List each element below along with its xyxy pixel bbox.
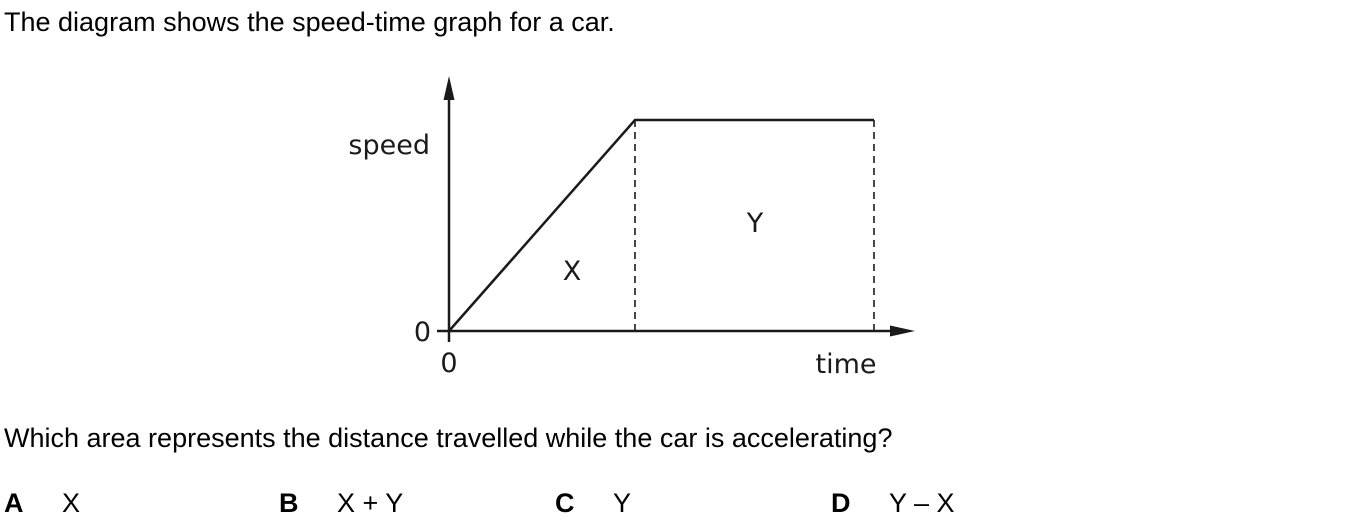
y-axis-label: speed [348, 130, 430, 161]
option-letter: B [279, 488, 299, 518]
option-text: X + Y [337, 488, 404, 518]
option-d[interactable]: D Y – X [831, 487, 955, 519]
option-text: Y [613, 488, 632, 518]
x-axis-label: time [815, 349, 876, 380]
question-prompt: Which area represents the distance trave… [4, 423, 893, 453]
option-b[interactable]: B X + Y [279, 487, 403, 519]
y-axis-arrowhead [443, 76, 455, 100]
region-y-label: Y [746, 208, 764, 239]
x-axis-arrowhead [890, 325, 915, 337]
origin-x-label: 0 [440, 348, 457, 379]
option-a[interactable]: A X [4, 487, 80, 519]
speed-line [448, 118, 874, 332]
option-text: Y – X [889, 488, 955, 518]
option-c[interactable]: C Y [555, 487, 631, 519]
question-intro: The diagram shows the speed-time graph f… [4, 7, 615, 37]
origin-y-label: 0 [414, 317, 431, 348]
option-letter: C [555, 488, 575, 518]
region-x-label: X [563, 256, 582, 287]
option-text: X [62, 488, 81, 518]
option-letter: D [831, 488, 851, 518]
option-letter: A [4, 488, 24, 518]
